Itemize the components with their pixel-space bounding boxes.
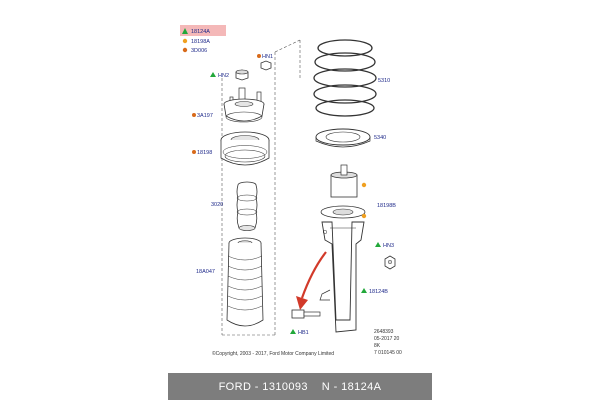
triangle-marker-icon	[210, 72, 216, 77]
callout-18198b: 18198B	[377, 203, 396, 209]
callout-hn3: HN3	[383, 243, 394, 249]
callout-18124b: 18124B	[369, 289, 388, 295]
dot-marker-icon	[361, 213, 367, 219]
copyright-text: ©Copyright, 2003 - 2017, Ford Motor Comp…	[212, 351, 335, 357]
dust-boot	[226, 237, 264, 327]
dot-marker-icon	[257, 54, 261, 58]
triangle-marker-icon	[361, 288, 367, 293]
dot-marker-icon	[182, 47, 188, 53]
triangle-marker-icon	[375, 242, 381, 247]
callout-18a047: 18A047	[196, 269, 215, 275]
footer-spacer	[308, 381, 322, 393]
legend-label-18198a: 18198A	[191, 39, 210, 45]
dot-marker-icon	[192, 150, 196, 154]
triangle-marker-icon	[290, 329, 296, 334]
callout-hb1: HB1	[298, 330, 309, 336]
callout-5340: 5340	[374, 135, 386, 141]
hn2-nut	[235, 69, 249, 81]
callout-5310: 5310	[378, 78, 390, 84]
strut-bearing	[220, 131, 270, 166]
callout-hn1: HN1	[262, 54, 273, 60]
reference-block: 2648393 05-2017 20 8K 7 010145 00	[374, 329, 414, 357]
bump-stop	[236, 181, 258, 231]
reference-line: 7 010145 00	[374, 350, 402, 356]
hn1-bolt	[260, 60, 272, 71]
red-arrow-icon	[296, 251, 327, 310]
top-mount	[223, 87, 265, 123]
strut-upper	[320, 164, 366, 219]
hn3-nut	[384, 255, 396, 270]
footer-ref-number: N - 18124A	[321, 380, 382, 393]
callout-3020: 3020	[211, 202, 223, 208]
legend-highlight-box	[180, 25, 226, 36]
reference-line: 2648393	[374, 329, 394, 335]
legend: 18124A 18198A 3D006	[180, 25, 226, 54]
reference-line: 05-2017 20	[374, 336, 400, 342]
assembly-outline	[221, 39, 301, 336]
footer-part-number: FORD - 1310093	[218, 380, 308, 393]
strut-body	[319, 221, 365, 333]
legend-label-3d006: 3D006	[191, 48, 207, 54]
callout-18198: 18198	[197, 150, 212, 156]
spring-seat	[315, 128, 371, 148]
callout-hn2: HN2	[218, 73, 229, 79]
callout-3a197: 3A197	[197, 113, 213, 119]
coil-spring	[313, 39, 377, 117]
dot-marker-icon	[192, 113, 196, 117]
reference-line: 8K	[374, 343, 381, 349]
triangle-marker-icon	[182, 28, 188, 34]
legend-label-18124a: 18124A	[191, 29, 210, 35]
dot-marker-icon	[361, 182, 367, 188]
hb1-bolt	[291, 309, 321, 319]
footer-bar: FORD - 1310093 N - 18124A	[168, 373, 432, 400]
dot-marker-icon	[182, 38, 188, 44]
